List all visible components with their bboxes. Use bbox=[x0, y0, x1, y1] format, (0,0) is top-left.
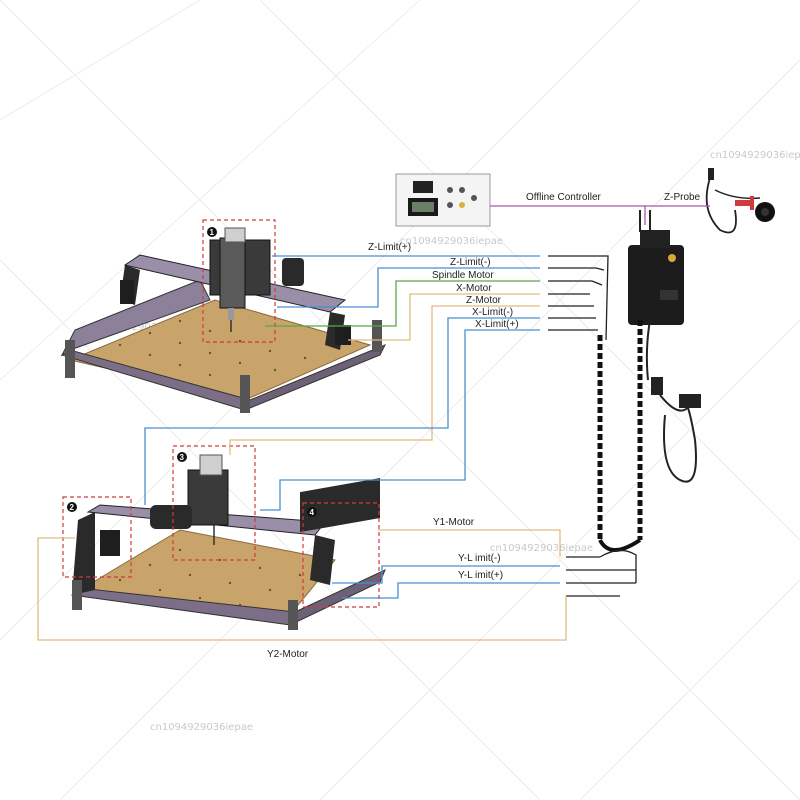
label-z-limit-plus: Z-Limit(+) bbox=[368, 242, 411, 253]
wire-z-limit-minus bbox=[277, 267, 540, 308]
bottom-harness-fanout bbox=[566, 549, 637, 597]
callout-number: 1 bbox=[210, 228, 215, 237]
label-offline-controller: Offline Controller bbox=[526, 192, 602, 203]
wire-x-limit-plus bbox=[260, 329, 540, 511]
watermark-text: cn1094929036iepae bbox=[88, 322, 191, 333]
callout-number: 2 bbox=[70, 503, 75, 512]
label-y1-motor: Y1-Motor bbox=[433, 517, 475, 528]
label-z-probe: Z-Probe bbox=[664, 192, 701, 203]
z-probe-device bbox=[705, 168, 775, 234]
wire-y-limit-minus bbox=[332, 565, 560, 584]
label-x-motor: X-Motor bbox=[456, 283, 492, 294]
wire-spindle-motor bbox=[265, 280, 540, 327]
callout-number: 4 bbox=[310, 508, 315, 517]
watermark-text: cn1094929036iepae bbox=[710, 150, 800, 161]
wire-x-motor bbox=[348, 293, 540, 341]
watermark-text: cn1094929036iepae bbox=[150, 722, 253, 733]
top-harness-fanout bbox=[548, 255, 609, 341]
wire-y-limit-plus bbox=[342, 582, 560, 599]
callout-badges: 1 2 3 4 bbox=[67, 227, 317, 517]
watermark-text: cn1094929036iepae bbox=[490, 543, 593, 554]
label-x-limit-plus: X-Limit(+) bbox=[475, 319, 519, 330]
cnc-machine-top bbox=[60, 227, 387, 413]
wire-y1-motor bbox=[378, 529, 561, 557]
label-z-limit-minus: Z-Limit(-) bbox=[450, 257, 491, 268]
cable-harness bbox=[597, 320, 643, 552]
label-y-limit-plus: Y-L imit(+) bbox=[458, 570, 503, 581]
wires bbox=[37, 205, 710, 641]
cnc-machine-bottom bbox=[70, 454, 386, 630]
callout-box-1 bbox=[202, 219, 276, 343]
label-x-limit-minus: X-Limit(-) bbox=[472, 307, 513, 318]
callout-box-4 bbox=[302, 502, 380, 608]
callout-number: 3 bbox=[180, 453, 185, 462]
wire-x-limit-minus bbox=[144, 317, 540, 505]
label-y-limit-minus: Y-L imit(-) bbox=[458, 553, 501, 564]
wire-y2-motor bbox=[37, 537, 567, 641]
power-cable bbox=[645, 319, 701, 483]
watermarks: cn1094929036iepae cn1094929036iepae cn10… bbox=[88, 150, 800, 733]
callout-box-2 bbox=[62, 496, 132, 578]
wire-labels: Offline Controller Z-Probe Z-Limit(+) Z-… bbox=[267, 192, 701, 660]
label-spindle-motor: Spindle Motor bbox=[432, 270, 494, 281]
label-z-motor: Z-Motor bbox=[466, 295, 502, 306]
callout-boxes bbox=[62, 219, 380, 608]
offline-controller-device bbox=[395, 173, 491, 227]
control-box bbox=[628, 210, 684, 325]
watermark-text: cn1094929036iepae bbox=[400, 236, 503, 247]
wire-z-motor bbox=[229, 305, 540, 455]
label-y2-motor: Y2-Motor bbox=[267, 649, 309, 660]
